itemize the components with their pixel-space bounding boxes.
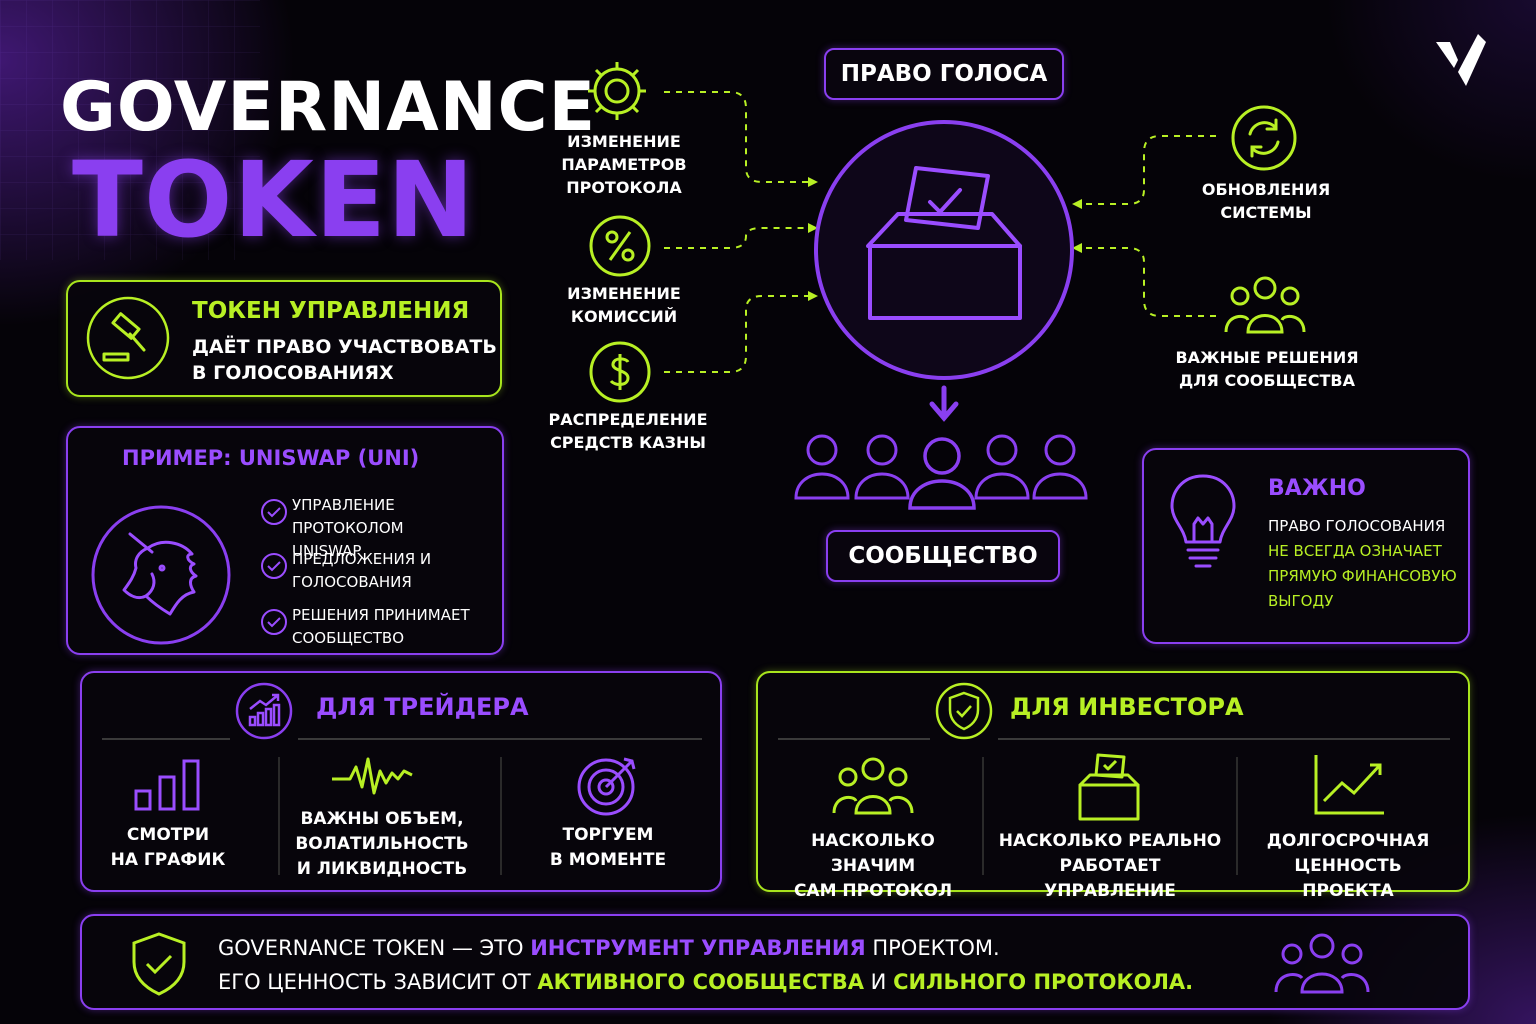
important-text: ПРАВО ГОЛОСОВАНИЯ НЕ ВСЕГДА ОЗНАЧАЕТ ПРЯ… (1268, 517, 1457, 610)
lightbulb-icon (1170, 474, 1236, 568)
trader-item-1: СМОТРИ НА ГРАФИК (110, 825, 226, 870)
pulse-icon (332, 757, 413, 795)
ballot-box-icon (1078, 753, 1140, 821)
percent-icon (589, 215, 651, 277)
people-icon (1274, 933, 1370, 994)
diagram-right-item-2: ВАЖНЫЕ РЕШЕНИЯ ДЛЯ СООБЩЕСТВА (1175, 348, 1359, 390)
unicorn-icon (91, 505, 231, 645)
trader-card: ДЛЯ ТРЕЙДЕРА СМОТРИ НА ГРАФИК ВАЖНЫ ОБЪЕ… (80, 671, 722, 892)
shield-check-icon (132, 932, 186, 996)
title-line-token: TOKEN (72, 139, 476, 261)
summary-line-2: ЕГО ЦЕННОСТЬ ЗАВИСИТ ОТ АКТИВНОГО СООБЩЕ… (218, 970, 1194, 994)
diagram-left-item-2: ИЗМЕНЕНИЕ КОМИССИЙ (567, 284, 681, 326)
trader-heading: ДЛЯ ТРЕЙДЕРА (316, 693, 529, 721)
people-icon (1224, 276, 1306, 334)
voting-right-label: ПРАВО ГОЛОСА (824, 48, 1064, 100)
ballot-box-icon (814, 120, 1074, 380)
investor-card: ДЛЯ ИНВЕСТОРА НАСКОЛЬКО ЗНАЧИМ САМ ПРОТО… (756, 671, 1470, 901)
definition-text-1: ДАЁТ ПРАВО УЧАСТВОВАТЬ (192, 336, 497, 358)
line-chart-icon (1314, 755, 1384, 815)
gavel-icon (86, 296, 170, 380)
summary-card: GOVERNANCE TOKEN — ЭТО ИНСТРУМЕНТ УПРАВЛ… (80, 914, 1470, 1010)
check-circle-icon (261, 553, 287, 579)
important-card: ВАЖНО ПРАВО ГОЛОСОВАНИЯ НЕ ВСЕГДА ОЗНАЧА… (1142, 448, 1470, 644)
definition-heading: ТОКЕН УПРАВЛЕНИЯ (192, 298, 470, 324)
trader-item-2: ВАЖНЫ ОБЪЕМ, ВОЛАТИЛЬНОСТЬ И ЛИКВИДНОСТЬ (295, 809, 469, 879)
target-icon (577, 757, 636, 816)
refresh-icon (1231, 105, 1297, 171)
diagram-left-item-3: РАСПРЕДЕЛЕНИЕ СРЕДСТВ КАЗНЫ (548, 410, 708, 452)
arrow-down-icon (929, 385, 959, 422)
example-card: ПРИМЕР: UNISWAP (UNI) УПРАВЛЕНИЕ ПРОТОКО… (66, 426, 504, 655)
definition-text-2: В ГОЛОСОВАНИЯХ (192, 362, 394, 384)
logo-icon (1436, 34, 1486, 86)
investor-item-1: НАСКОЛЬКО ЗНАЧИМ САМ ПРОТОКОЛ (793, 831, 953, 901)
bar-chart-icon (134, 759, 200, 811)
example-item-1: УПРАВЛЕНИЕ ПРОТОКОЛОМ UNISWAP (292, 496, 404, 560)
example-heading: ПРИМЕР: UNISWAP (UNI) (122, 446, 420, 470)
dollar-icon (589, 341, 651, 403)
title-line-governance: GOVERNANCE (60, 68, 597, 147)
community-people-icon (794, 434, 1088, 510)
trader-item-3: ТОРГУЕМ В МОМЕНТЕ (549, 825, 667, 870)
people-icon (832, 757, 914, 815)
check-circle-icon (261, 609, 287, 635)
example-item-2: ПРЕДЛОЖЕНИЯ И ГОЛОСОВАНИЯ (292, 550, 432, 591)
investor-heading: ДЛЯ ИНВЕСТОРА (1010, 693, 1244, 721)
growth-chart-icon (235, 682, 293, 740)
definition-card: ТОКЕН УПРАВЛЕНИЯ ДАЁТ ПРАВО УЧАСТВОВАТЬ … (66, 280, 502, 397)
diagram-left-item-1: ИЗМЕНЕНИЕ ПАРАМЕТРОВ ПРОТОКОЛА (561, 132, 687, 197)
diagram-right-item-1: ОБНОВЛЕНИЯ СИСТЕМЫ (1201, 180, 1331, 222)
investor-item-3: ДОЛГОСРОЧНАЯ ЦЕННОСТЬ ПРОЕКТА (1266, 831, 1430, 901)
grid-pattern (0, 0, 260, 260)
diagram-connectors (664, 91, 1216, 373)
community-label: СООБЩЕСТВО (826, 530, 1060, 582)
shield-check-icon (935, 682, 993, 740)
summary-line-1: GOVERNANCE TOKEN — ЭТО ИНСТРУМЕНТ УПРАВЛ… (218, 936, 1000, 960)
gear-icon (588, 62, 646, 120)
example-item-3: РЕШЕНИЯ ПРИНИМАЕТ СООБЩЕСТВО (292, 606, 470, 647)
important-heading: ВАЖНО (1268, 476, 1366, 501)
investor-item-2: НАСКОЛЬКО РЕАЛЬНО РАБОТАЕТ УПРАВЛЕНИЕ (998, 831, 1222, 901)
check-circle-icon (261, 499, 287, 525)
